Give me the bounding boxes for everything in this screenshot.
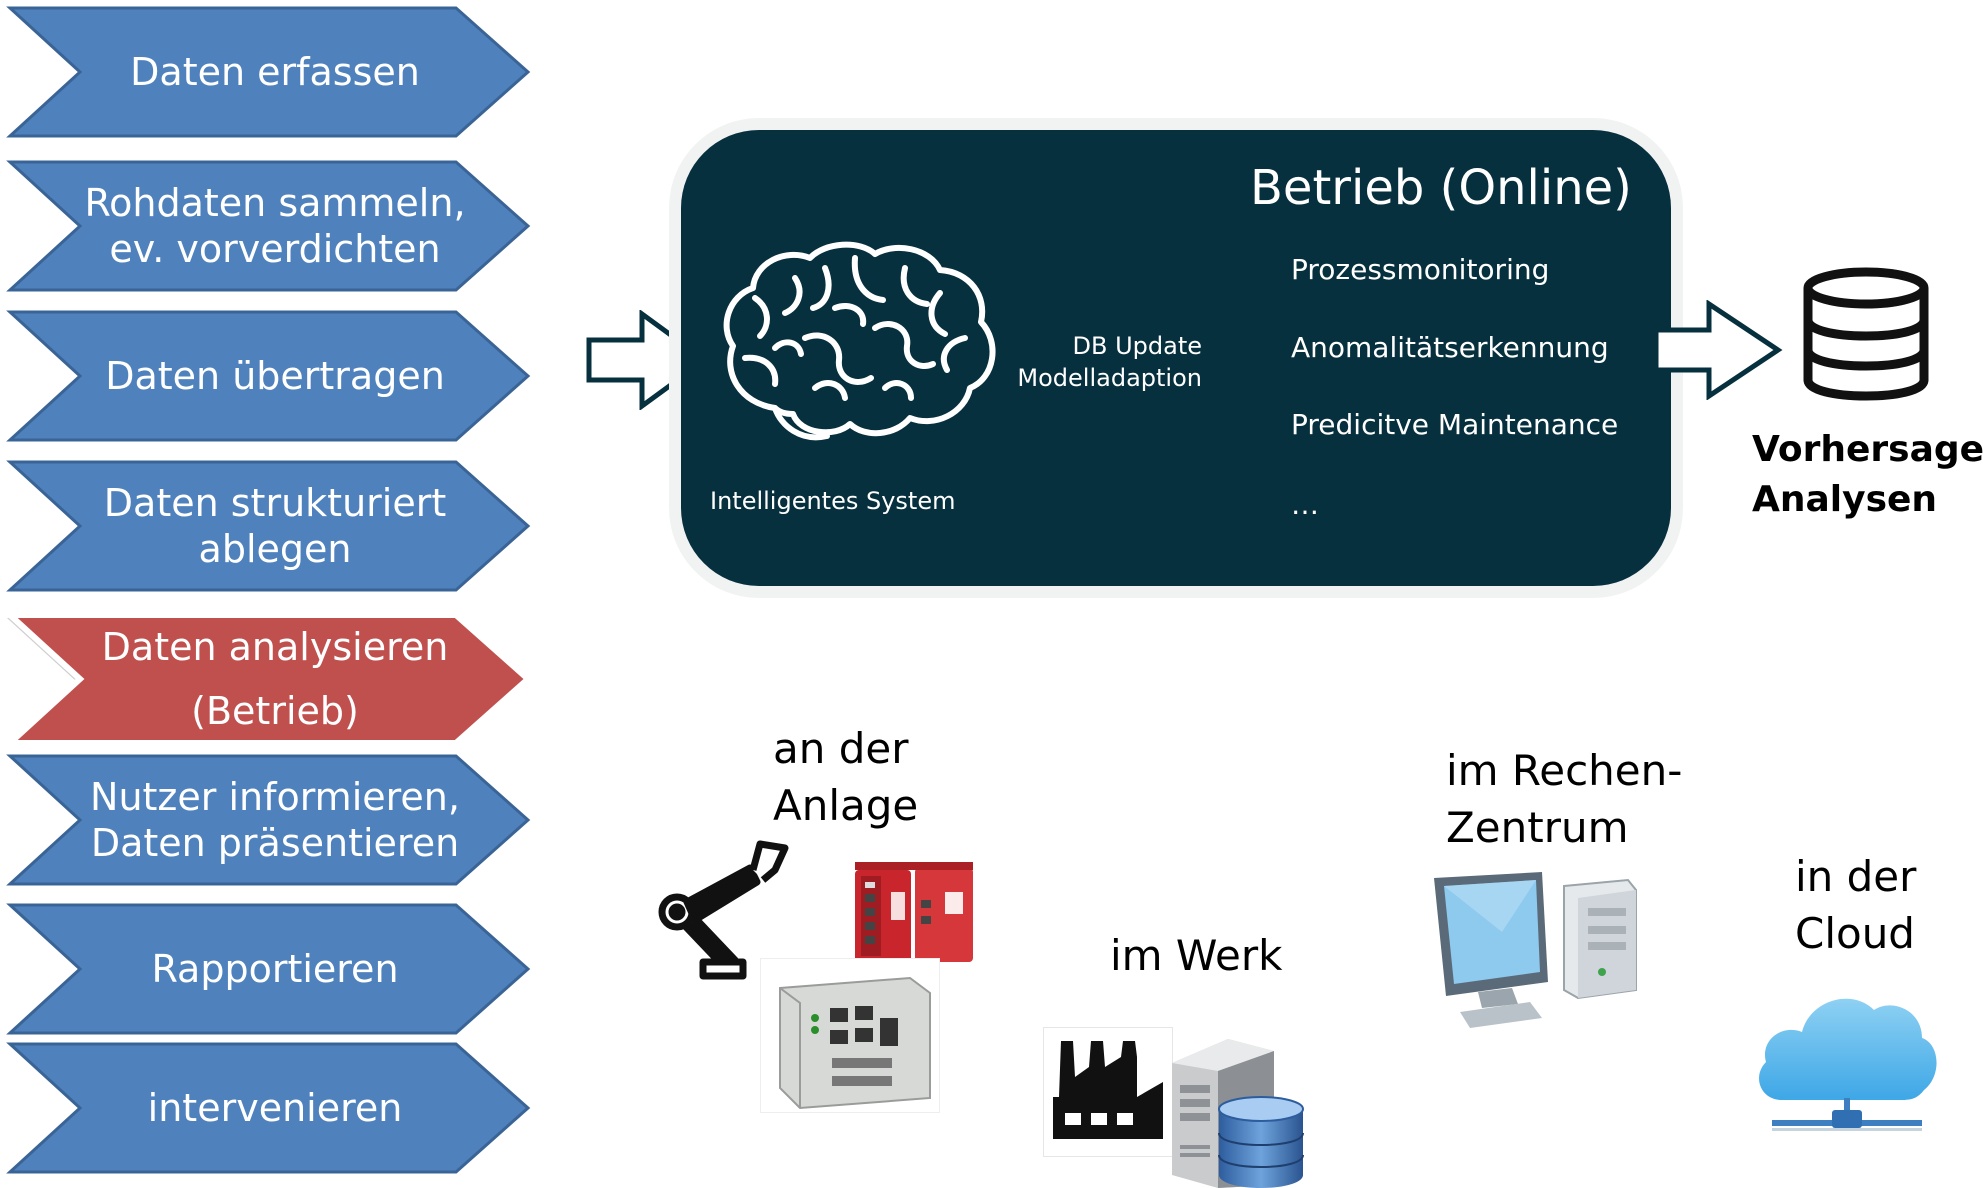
output-label-line: Vorhersagen, xyxy=(1752,429,1983,470)
location-label-line: an der xyxy=(773,724,909,773)
process-steps-diagram xyxy=(2,6,533,1174)
location-label-werk: im Werk xyxy=(1110,927,1282,984)
location-label-anlage: an der Anlage xyxy=(773,720,918,834)
desktop-computer-icon xyxy=(1434,872,1637,1028)
step-chevron xyxy=(6,1042,531,1174)
step-label-line: Rapportieren xyxy=(151,947,399,991)
step-label: Nutzer informieren,Daten präsentieren xyxy=(40,756,510,884)
step-label-line: ablegen xyxy=(198,527,352,571)
output-arrow xyxy=(1653,300,1783,400)
location-label-line: in der xyxy=(1795,852,1917,901)
panel-title: Betrieb (Online) xyxy=(1250,160,1632,216)
location-label-line: Cloud xyxy=(1795,909,1915,958)
factory-icon xyxy=(1043,1027,1173,1157)
panel-item-monitoring: Prozessmonitoring xyxy=(1291,253,1550,286)
location-label-cloud: in der Cloud xyxy=(1795,848,1916,962)
step-label-line: Rohdaten sammeln, xyxy=(84,181,466,225)
input-arrow xyxy=(586,310,710,410)
step-label-line: ev. vorverdichten xyxy=(109,227,441,271)
step-chevron xyxy=(6,460,531,592)
operation-panel xyxy=(681,130,1671,586)
step-chevron xyxy=(6,6,531,138)
database-stack-icon xyxy=(1218,1096,1304,1188)
step-label-line: Nutzer informieren, xyxy=(90,775,460,819)
io-module-icon xyxy=(760,958,940,1113)
industrial-router-icon xyxy=(855,862,973,962)
panel-item-maintenance: Predicitve Maintenance xyxy=(1291,408,1619,441)
panel-item-anomaly: Anomalitätserkennung xyxy=(1291,331,1609,364)
db-update-line: DB Update xyxy=(1072,332,1203,360)
step-label-line: intervenieren xyxy=(147,1086,403,1130)
step-chevron xyxy=(2,612,533,746)
database-icon xyxy=(1803,267,1929,401)
step-chevron xyxy=(6,754,531,886)
brain-icon xyxy=(723,241,996,441)
step-chevron xyxy=(6,160,531,292)
step-label: intervenieren xyxy=(40,1044,510,1172)
location-label-line: im Werk xyxy=(1110,931,1283,980)
model-adaption-line: Modelladaption xyxy=(1017,364,1202,392)
step-label-line: Daten präsentieren xyxy=(90,821,460,865)
step-label: Daten übertragen xyxy=(40,312,510,440)
cloud-network-icon xyxy=(1759,998,1937,1131)
step-label: Daten analysieren (Betrieb) xyxy=(40,615,510,743)
step-chevron xyxy=(6,310,531,442)
step-label-line: Daten erfassen xyxy=(130,50,420,94)
step-label: Rapportieren xyxy=(40,905,510,1033)
step-label-line: Daten strukturiert xyxy=(103,481,447,525)
output-label: Vorhersagen, Analysen xyxy=(1752,425,1983,525)
location-label-rechenzentrum: im Rechen- Zentrum xyxy=(1446,742,1682,856)
step-label: Rohdaten sammeln,ev. vorverdichten xyxy=(40,162,510,290)
step-chevron xyxy=(6,903,531,1035)
step-label-line: (Betrieb) xyxy=(191,689,359,733)
location-label-line: Anlage xyxy=(773,781,919,830)
panel-item-more: … xyxy=(1291,488,1319,521)
step-label: Daten erfassen xyxy=(40,8,510,136)
robot-arm-icon xyxy=(658,840,789,980)
step-label-line: Daten übertragen xyxy=(105,354,445,398)
output-label-line: Analysen xyxy=(1752,479,1938,520)
location-label-line: Zentrum xyxy=(1446,803,1629,852)
step-label-line: Daten analysieren xyxy=(101,625,449,669)
db-update-label: DB Update Modelladaption xyxy=(1000,330,1202,394)
brain-label: Intelligentes System xyxy=(710,487,956,515)
location-label-line: im Rechen- xyxy=(1446,746,1683,795)
